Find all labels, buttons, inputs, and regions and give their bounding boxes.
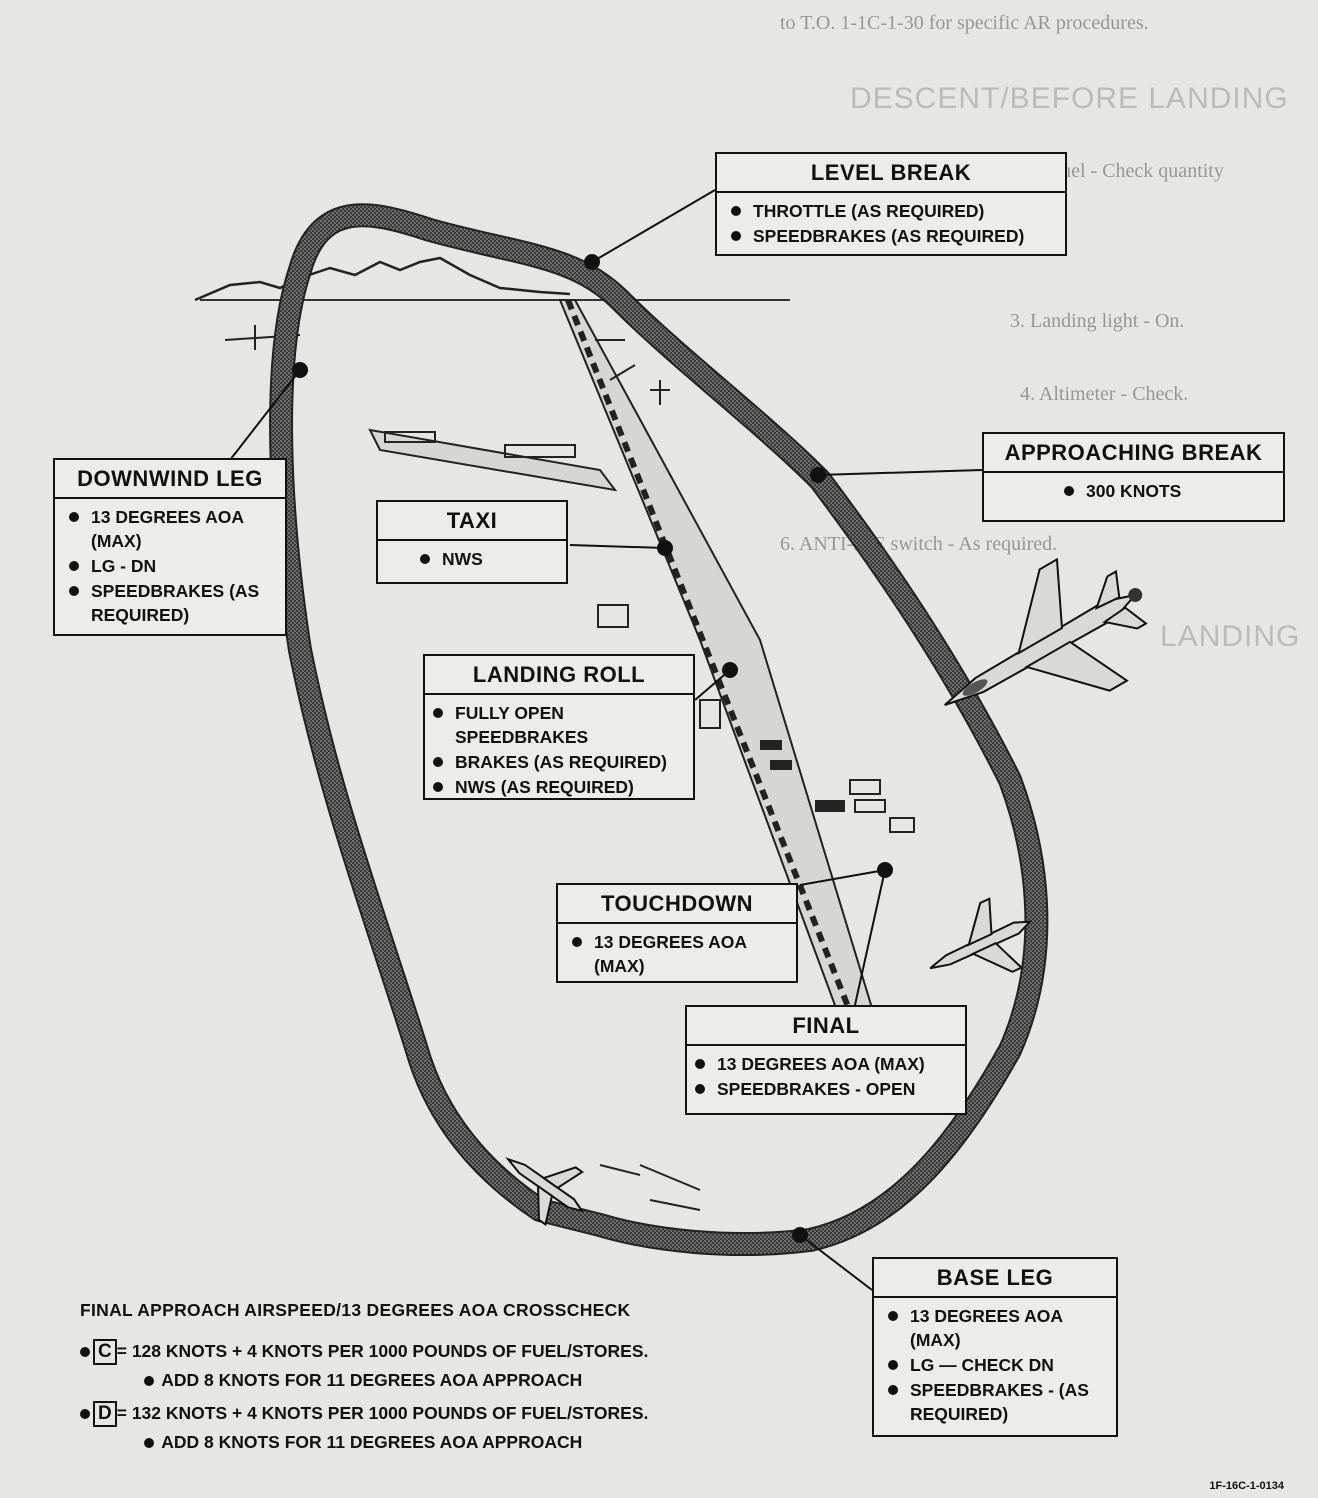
callout-title: LEVEL BREAK (717, 154, 1065, 193)
hangar-1 (597, 604, 629, 628)
callout-item: 13 DEGREES AOA (MAX) (693, 1052, 955, 1076)
callout-title: APPROACHING BREAK (984, 434, 1283, 473)
crosscheck-sub-d: ADD 8 KNOTS FOR 11 DEGREES AOA APPROACH (80, 1428, 780, 1457)
block-3 (815, 800, 845, 812)
callout-item: NWS (418, 547, 556, 571)
terrain-ticks (224, 325, 701, 1211)
crosscheck-row-c: C= 128 KNOTS + 4 KNOTS PER 1000 POUNDS O… (80, 1337, 780, 1366)
callout-item: SPEEDBRAKES (AS REQUIRED) (729, 224, 1055, 248)
crosscheck-title: FINAL APPROACH AIRSPEED/13 DEGREES AOA C… (80, 1300, 631, 1320)
apron-1 (384, 431, 436, 443)
jet-base-turn (505, 1157, 585, 1227)
callout-item: SPEEDBRAKES - (AS REQUIRED) (886, 1378, 1106, 1426)
flight-path-ribbon (271, 205, 1047, 1255)
crosscheck-subtext: ADD 8 KNOTS FOR 11 DEGREES AOA APPROACH (161, 1432, 583, 1452)
block-2 (770, 760, 792, 770)
bg-ref-text: to T.O. 1-1C-1-30 for specific AR proced… (780, 12, 1149, 34)
crosscheck-row-d: D= 132 KNOTS + 4 KNOTS PER 1000 POUNDS O… (80, 1399, 780, 1428)
bg-step-4: 4. Altimeter - Check. (1020, 383, 1189, 405)
callout-title: LANDING ROLL (425, 656, 693, 695)
callout-item: THROTTLE (AS REQUIRED) (729, 199, 1055, 223)
building-3 (889, 817, 915, 833)
apron-2 (504, 444, 576, 458)
bg-step-1: 1. Fuel - Check quantity (1030, 160, 1224, 182)
callout-landing-roll: LANDING ROLL FULLY OPEN SPEEDBRAKES BRAK… (423, 654, 695, 800)
building-2 (854, 799, 886, 813)
callout-item: NWS (AS REQUIRED) (431, 775, 683, 799)
callout-approaching-break: APPROACHING BREAK 300 KNOTS (982, 432, 1285, 522)
building-1 (849, 779, 881, 795)
callout-item: 300 KNOTS (1062, 479, 1273, 503)
bullet-icon (144, 1438, 154, 1449)
bullet-icon (80, 1409, 90, 1420)
callout-downwind-leg: DOWNWIND LEG 13 DEGREES AOA (MAX) LG - D… (53, 458, 287, 636)
pattern-markers (292, 254, 893, 1243)
crosscheck-text: = 132 KNOTS + 4 KNOTS PER 1000 POUNDS OF… (116, 1403, 649, 1423)
callout-item: LG — CHECK DN (886, 1353, 1106, 1377)
runway-centerline (565, 298, 888, 1102)
callout-item: 13 DEGREES AOA (MAX) (67, 505, 275, 553)
callout-item: SPEEDBRAKES (AS REQUIRED) (67, 579, 275, 627)
crosscheck-sub-c: ADD 8 KNOTS FOR 11 DEGREES AOA APPROACH (80, 1366, 780, 1395)
callout-final: FINAL 13 DEGREES AOA (MAX) SPEEDBRAKES -… (685, 1005, 967, 1115)
callout-item: BRAKES (AS REQUIRED) (431, 750, 683, 774)
jet-break (944, 557, 1148, 706)
callout-title: TAXI (378, 502, 566, 541)
airspeed-crosscheck: FINAL APPROACH AIRSPEED/13 DEGREES AOA C… (80, 1300, 780, 1457)
mountain-outline (194, 256, 571, 302)
callout-taxi: TAXI NWS (376, 500, 568, 584)
callout-title: FINAL (687, 1007, 965, 1046)
crosscheck-text: = 128 KNOTS + 4 KNOTS PER 1000 POUNDS OF… (116, 1341, 649, 1361)
callout-item: 13 DEGREES AOA (MAX) (886, 1304, 1106, 1352)
callout-item: LG - DN (67, 554, 275, 578)
crosscheck-subtext: ADD 8 KNOTS FOR 11 DEGREES AOA APPROACH (161, 1370, 583, 1390)
block-1 (760, 740, 782, 750)
figure-id: 1F-16C-1-0134 (1209, 1480, 1284, 1492)
config-c-badge: C (93, 1339, 117, 1366)
callout-base-leg: BASE LEG 13 DEGREES AOA (MAX) LG — CHECK… (872, 1257, 1118, 1437)
callout-touchdown: TOUCHDOWN 13 DEGREES AOA (MAX) (556, 883, 798, 983)
bg-heading-descent: DESCENT/BEFORE LANDING (850, 82, 1289, 115)
bullet-icon (80, 1347, 90, 1358)
callout-title: DOWNWIND LEG (55, 460, 285, 499)
jet-final (929, 897, 1033, 973)
bullet-icon (144, 1376, 154, 1387)
callout-title: TOUCHDOWN (558, 885, 796, 924)
callout-item: 13 DEGREES AOA (MAX) (570, 930, 786, 978)
callout-title: BASE LEG (874, 1259, 1116, 1298)
bg-heading-landing: LANDING (1160, 620, 1301, 653)
hangar-3 (699, 699, 721, 729)
callout-item: FULLY OPEN SPEEDBRAKES (431, 701, 683, 749)
taxiway-parallel (368, 428, 618, 492)
callout-level-break: LEVEL BREAK THROTTLE (AS REQUIRED) SPEED… (715, 152, 1067, 256)
bg-step-3: 3. Landing light - On. (1010, 310, 1185, 332)
config-d-badge: D (93, 1401, 117, 1428)
callout-item: SPEEDBRAKES - OPEN (693, 1077, 955, 1101)
